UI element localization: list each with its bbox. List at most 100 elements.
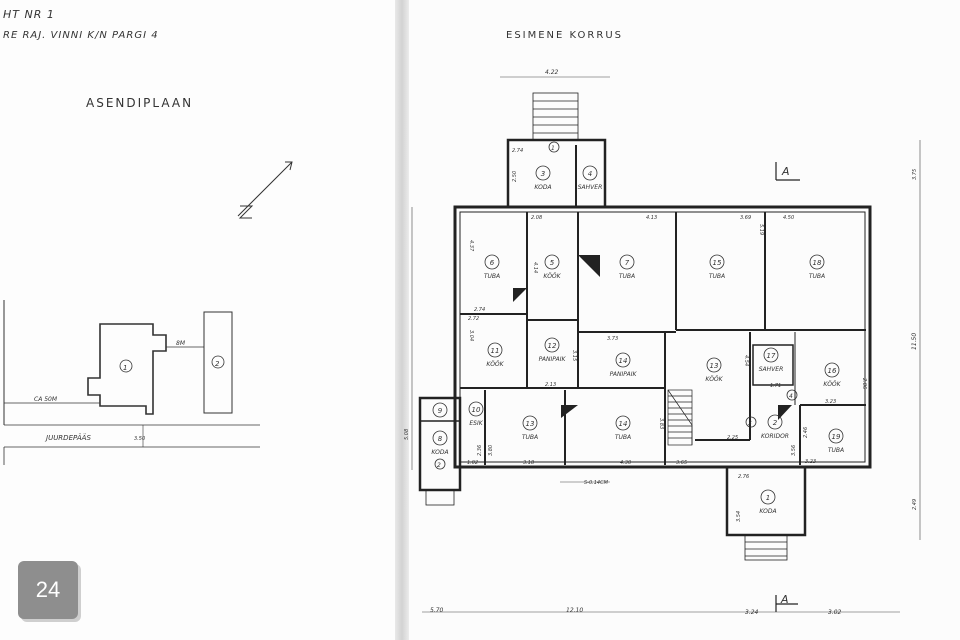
left-page [0, 0, 395, 640]
dim-bottom-right: 3.02 [828, 609, 842, 616]
dim: 4.54 [743, 355, 749, 366]
dim: 2.50 [512, 171, 518, 182]
dim: 3.73 [607, 336, 618, 342]
floor-plan-title: ESIMENE KORRUS [506, 30, 623, 41]
room-number: 14 [619, 420, 628, 428]
room-number: 10 [472, 406, 481, 414]
room-name: KODA [759, 508, 776, 515]
room-number-circle [535, 165, 551, 181]
room-name: KODA [534, 184, 551, 191]
dim: 3.23 [825, 399, 836, 405]
dim-bottom-mid: 3.24 [745, 609, 759, 616]
room-name: TUBA [709, 273, 725, 280]
room-name: TUBA [484, 273, 500, 280]
section-marker-top: A [781, 165, 790, 178]
room-name: PANIPAIK [610, 371, 638, 378]
page-number-badge: 24 [18, 561, 78, 619]
road-label: JUURDEPÄÄS [44, 433, 91, 442]
room-number-circle [828, 428, 844, 444]
dim: 3.56 [791, 445, 797, 456]
dim: 3.65 [676, 460, 687, 466]
room-number: 6 [490, 259, 495, 267]
door-marker: 2 [437, 462, 441, 469]
dim: 2.74 [474, 307, 485, 313]
dim: 2.46 [803, 427, 809, 438]
dim: 3.04 [468, 330, 474, 341]
dim: 2.36 [477, 445, 483, 456]
room-number: 12 [548, 342, 557, 350]
dim: 2.13 [545, 382, 556, 388]
dim: 1.71 [770, 383, 781, 389]
dim: 4.14 [532, 262, 538, 273]
room-name: PANIPAIK [539, 356, 567, 363]
dim: 2.74 [512, 148, 523, 154]
room-number-circle [432, 430, 448, 446]
dim-right-top: 3.75 [912, 169, 918, 180]
room-number-circle [522, 415, 538, 431]
dim: 3.80 [488, 445, 494, 456]
room-number: 1 [766, 494, 770, 502]
staircase [667, 389, 693, 446]
building-2 [203, 311, 233, 414]
room-number-circle [615, 415, 631, 431]
dim: 2.08 [531, 215, 542, 221]
room-number-circle [763, 347, 779, 363]
dim: 3.18 [523, 460, 534, 466]
room-name: KÖÖK [486, 361, 504, 368]
room-name: TUBA [809, 273, 825, 280]
distance-road: CA 50M [34, 396, 58, 403]
room-number-circle [760, 489, 776, 505]
room-number-circle [432, 402, 448, 418]
dim-right-bottom: 2.49 [912, 499, 918, 510]
dim: 4.30 [620, 460, 631, 466]
room-number-circle [484, 254, 500, 270]
site-plan-title: ASENDIPLAAN [86, 96, 194, 110]
room-number-circle [582, 165, 598, 181]
room-number-circle [544, 254, 560, 270]
room-number-circle [824, 362, 840, 378]
room-number: 16 [828, 367, 837, 375]
room-number: 3 [541, 170, 545, 178]
room-number-circle [706, 357, 722, 373]
room-number: 14 [619, 357, 628, 365]
room-name: TUBA [615, 434, 631, 441]
door-marker: 3 [748, 420, 752, 427]
building-1-label: 1 [123, 364, 127, 372]
room-name: KORIDOR [761, 433, 789, 440]
dim: 3.23 [805, 459, 816, 465]
room-number: 18 [813, 259, 822, 267]
room-number: 9 [438, 407, 443, 415]
room-name: SAHVER [759, 366, 784, 373]
room-number-circle [619, 254, 635, 270]
dim: 2.76 [738, 474, 749, 480]
room-number: 8 [438, 435, 443, 443]
room-number: 17 [767, 352, 776, 360]
building-1 [87, 323, 167, 415]
dim: 4.50 [783, 215, 794, 221]
room-name: TUBA [522, 434, 538, 441]
dim: 2.72 [468, 316, 479, 322]
room-number-circle [809, 254, 825, 270]
dimension-lines [411, 76, 921, 613]
dim: 2.25 [727, 435, 738, 441]
room-number: 7 [625, 259, 630, 267]
room-number: 4 [588, 170, 592, 178]
room-number-circle [544, 337, 560, 353]
room-number: 5 [550, 259, 555, 267]
room-number: 19 [832, 433, 841, 441]
section-markers [775, 162, 800, 612]
dim: 4.13 [646, 215, 657, 221]
room-number-circle [468, 401, 484, 417]
door-marker: 1 [551, 145, 555, 152]
stove-icons [513, 255, 792, 420]
distance-between: 8M [176, 340, 186, 347]
site-plan [3, 300, 260, 465]
room-number: 11 [491, 347, 500, 355]
room-name: KÖÖK [705, 376, 723, 383]
dim: 3.69 [740, 215, 751, 221]
dim: 1.02 [467, 460, 478, 466]
door-markers [434, 141, 798, 470]
building-2-label: 2 [215, 360, 220, 368]
room-number: 15 [713, 259, 722, 267]
room-number-circle [487, 342, 503, 358]
